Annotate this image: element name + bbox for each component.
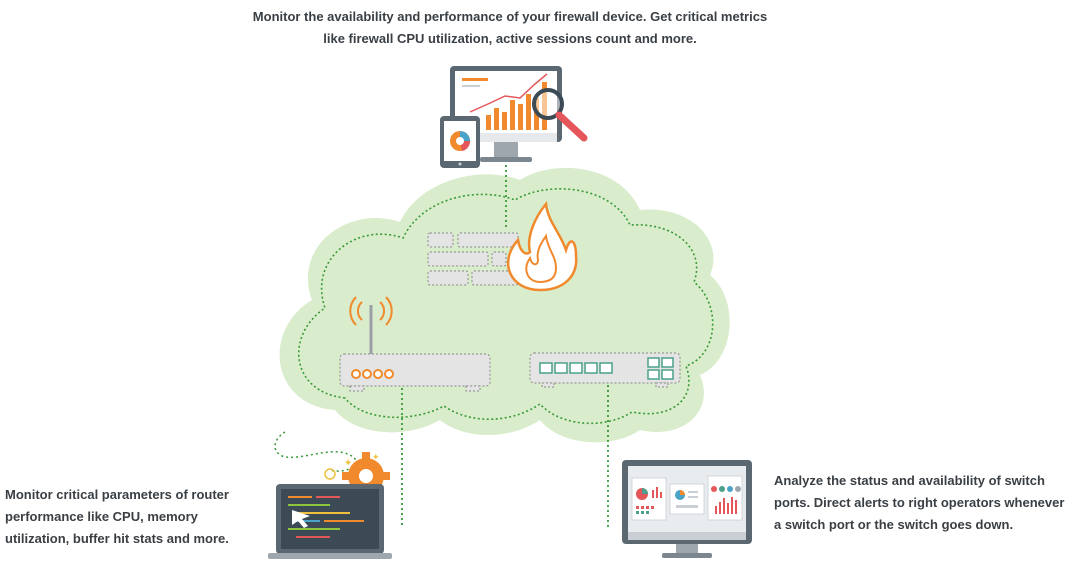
svg-text:✦: ✦ (372, 453, 380, 463)
analytics-dashboard-icon (440, 66, 588, 168)
caption-router: Monitor critical parameters of router pe… (5, 487, 229, 546)
caption-firewall: Monitor the availability and performance… (252, 9, 768, 46)
caption-switch: Analyze the status and availability of s… (774, 473, 1065, 532)
firewall-flame-icon (427, 200, 578, 292)
code-laptop-icon: ✦ ✦ (268, 431, 392, 559)
switch-monitor-icon (622, 460, 752, 558)
cloud-shape (279, 167, 730, 443)
svg-text:✦: ✦ (344, 458, 352, 469)
wifi-router-icon (339, 296, 491, 392)
network-switch-icon (529, 352, 681, 388)
